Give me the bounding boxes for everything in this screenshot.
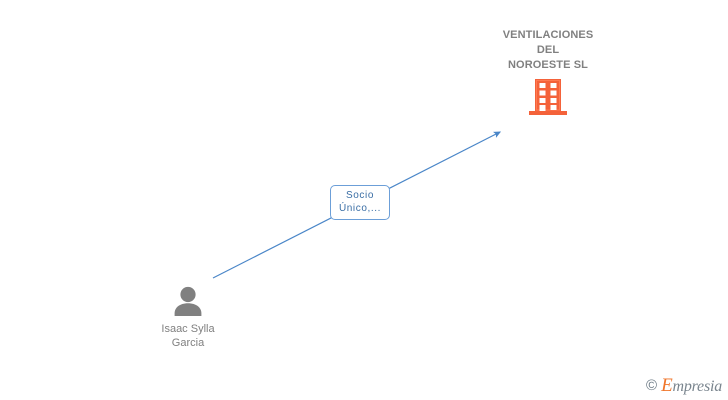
brand-wordmark: Empresia [661, 376, 722, 395]
relationship-label[interactable]: Socio Único,... [330, 185, 390, 220]
office-building-icon [529, 79, 567, 115]
brand-initial: E [661, 375, 673, 396]
company-icon-wrap [484, 78, 612, 120]
watermark: © Empresia [646, 376, 722, 395]
brand-rest: mpresia [672, 378, 723, 395]
person-name: Isaac Sylla Garcia [161, 323, 215, 349]
person-silhouette-icon [174, 286, 202, 316]
person-node[interactable]: Isaac Sylla Garcia [126, 286, 250, 350]
company-node[interactable]: VENTILACIONES DEL NOROESTE SL [484, 28, 612, 120]
copyright-icon: © [646, 377, 658, 394]
company-title: VENTILACIONES DEL NOROESTE SL [502, 29, 594, 71]
person-icon-wrap [126, 286, 250, 318]
